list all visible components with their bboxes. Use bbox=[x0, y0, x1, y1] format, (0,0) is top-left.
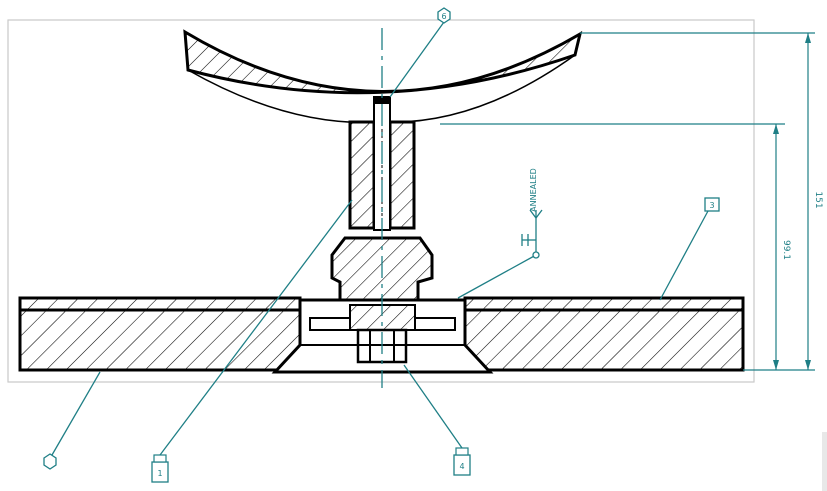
balloon-bottom-left bbox=[43, 371, 101, 470]
overall-height-value: 151 bbox=[813, 191, 823, 208]
overall-height-dimension: 151 bbox=[580, 32, 823, 371]
balloon-bottom-mid-left: 1 bbox=[151, 199, 353, 483]
scrollbar-stub[interactable] bbox=[822, 432, 827, 491]
view-frame bbox=[7, 19, 755, 383]
balloon-bottom-mid-right-label: 4 bbox=[459, 462, 464, 471]
balloon-top-label: 6 bbox=[441, 12, 446, 21]
upper-height-dimension: 99.1 bbox=[440, 123, 791, 370]
balloon-right: 3 bbox=[659, 197, 720, 301]
weld-symbol: ANNEALED bbox=[457, 168, 543, 299]
column-left-wall bbox=[348, 120, 376, 230]
column-right-wall bbox=[388, 120, 416, 230]
upper-height-value: 99.1 bbox=[781, 240, 791, 260]
top-dish bbox=[183, 29, 583, 95]
balloon-right-label: 3 bbox=[709, 201, 714, 210]
balloon-bottom-mid-right: 4 bbox=[403, 364, 471, 476]
weld-note: ANNEALED bbox=[529, 168, 538, 212]
balloon-top: 6 bbox=[389, 7, 451, 98]
balloon-bottom-mid-left-label: 1 bbox=[157, 469, 162, 478]
